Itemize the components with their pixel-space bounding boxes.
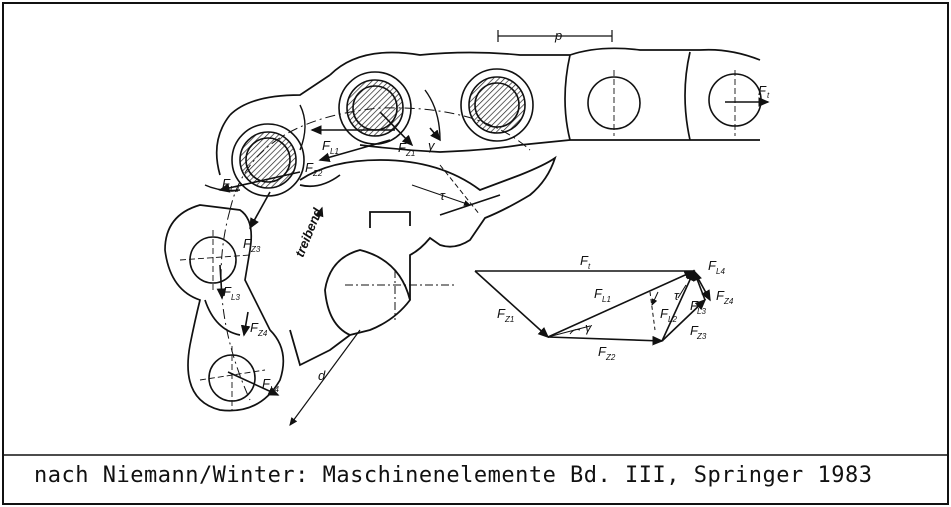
poly-fl3-label: F (690, 298, 699, 313)
direction-arrow (315, 206, 324, 221)
pitch-label: p (554, 28, 562, 43)
pitch-dimension (497, 30, 613, 42)
poly-fl4-sub: L4 (716, 267, 725, 276)
fl2-sub: L2 (230, 185, 239, 194)
tau-angle (411, 164, 481, 216)
poly-fz4-sub: Z4 (723, 297, 734, 306)
poly-fz3-sub: Z3 (696, 332, 707, 341)
fz3-sub: Z3 (250, 245, 261, 254)
fz4-label: F (250, 320, 259, 335)
poly-fl2-label: F (660, 306, 669, 321)
fl3-sub: L3 (231, 293, 240, 302)
poly-fl1-sub: L1 (602, 295, 611, 304)
fl4-sub: L4 (270, 385, 279, 394)
poly-fl3-sub: L3 (697, 307, 706, 316)
poly-tau-label: τ (674, 288, 680, 303)
poly-fl2-sub: L2 (668, 315, 677, 324)
ft-sub: t (767, 91, 770, 100)
fl1-sub: L1 (330, 147, 339, 156)
fz2-label: F (305, 160, 314, 175)
poly-fz2-sub: Z2 (605, 353, 616, 362)
fl1-label: F (322, 138, 331, 153)
fz2-sub: Z2 (312, 169, 323, 178)
fz1-label: F (398, 140, 407, 155)
poly-ft-label: F (580, 253, 589, 268)
poly-fz2-label: F (598, 344, 607, 359)
fl3-label: F (223, 284, 232, 299)
force-polygon (474, 269, 711, 346)
diameter-line (289, 329, 361, 426)
fz1-sub: Z1 (405, 149, 415, 158)
roller-chain (164, 47, 761, 412)
poly-gamma-label: γ (585, 320, 593, 335)
ft-label: F (758, 83, 767, 98)
fz4-sub: Z4 (257, 329, 268, 338)
roller-2 (460, 68, 534, 142)
poly-fz1-label: F (497, 306, 506, 321)
figure-caption: nach Niemann/Winter: Maschinenelemente B… (34, 463, 873, 488)
poly-fl1-label: F (594, 286, 603, 301)
fl4-label: F (262, 376, 271, 391)
fl2-label: F (222, 176, 231, 191)
fz3-label: F (243, 236, 252, 251)
tau-label-chain: τ (440, 188, 446, 203)
chain-force-arrows (216, 111, 442, 396)
poly-ft-sub: t (588, 262, 591, 271)
diameter-label: d (318, 368, 326, 383)
poly-fz3-label: F (690, 323, 699, 338)
pin-6 (189, 236, 237, 284)
poly-fz1-sub: Z1 (504, 315, 514, 324)
poly-fl4-label: F (708, 258, 717, 273)
gamma-label-chain: γ (428, 138, 436, 153)
poly-fz4-label: F (716, 288, 725, 303)
